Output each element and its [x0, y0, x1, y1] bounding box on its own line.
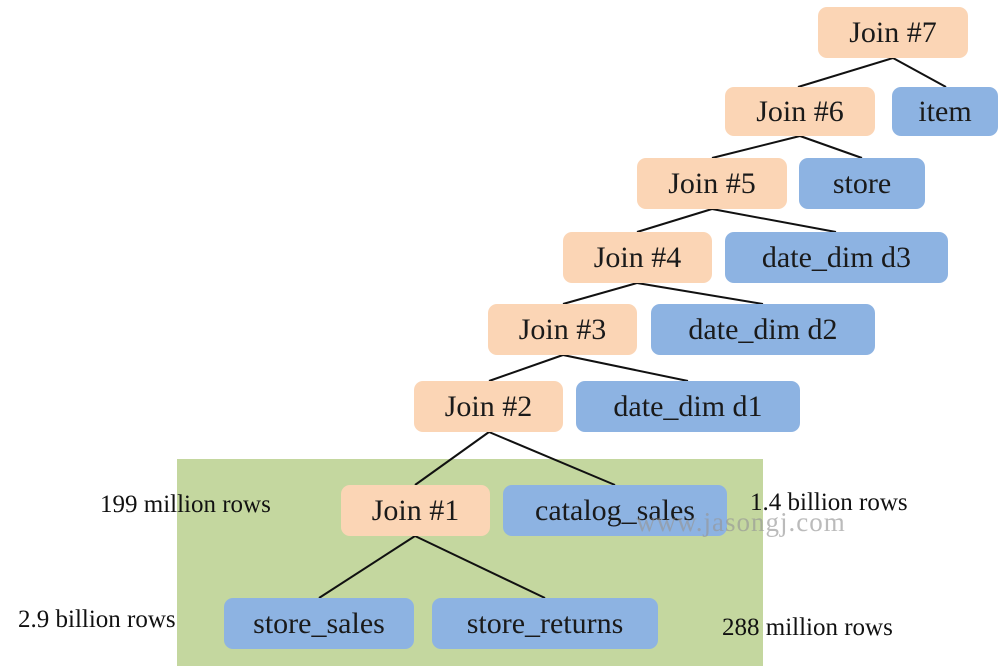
table-item-node: item [892, 87, 998, 136]
join-7-label: Join #7 [849, 15, 937, 49]
edge-j1-store-sales [318, 535, 416, 599]
edge-j5-j4 [636, 208, 713, 233]
edge-j4-d2 [636, 282, 764, 305]
table-date-dim-d2-label: date_dim d2 [688, 312, 838, 346]
table-date-dim-d3-node: date_dim d3 [725, 232, 948, 283]
edge-j6-store [799, 135, 863, 159]
table-store-sales-label: store_sales [253, 606, 385, 640]
table-store-label: store [832, 166, 892, 200]
join-2-label: Join #2 [444, 389, 533, 423]
join-4-node: Join #4 [563, 232, 712, 283]
watermark: www.jasongj.com [636, 507, 846, 537]
join-7-node: Join #7 [818, 7, 968, 58]
join-6-node: Join #6 [725, 87, 875, 136]
table-catalog-sales-node: catalog_sales [503, 485, 727, 536]
join-5-label: Join #5 [668, 166, 756, 200]
edge-j3-d1 [562, 354, 689, 382]
edge-j5-d3 [711, 208, 837, 233]
edge-j1-store-returns [414, 535, 546, 599]
edge-j2-catalog [488, 431, 616, 486]
join-1-node: Join #1 [341, 485, 490, 536]
edge-j2-j1 [414, 431, 490, 486]
table-catalog-sales-label: catalog_sales [535, 493, 695, 527]
edge-j4-j3 [562, 282, 638, 305]
table-item-label: item [918, 94, 972, 128]
join-1-label: Join #1 [371, 493, 460, 527]
table-date-dim-d1-node: date_dim d1 [576, 381, 800, 432]
join-2-node: Join #2 [414, 381, 563, 432]
edge-j7-item [892, 57, 947, 88]
table-date-dim-d3-label: date_dim d3 [761, 240, 912, 274]
edge-j3-j2 [488, 354, 564, 382]
catalog-sales-row-count: 1.4 billion rows [750, 489, 908, 516]
edge-j7-j6 [797, 57, 894, 88]
table-date-dim-d2-node: date_dim d2 [651, 304, 875, 355]
join-1-row-count: 199 million rows [100, 491, 271, 518]
join-6-label: Join #6 [756, 94, 844, 128]
join-3-node: Join #3 [488, 304, 637, 355]
table-store-returns-label: store_returns [466, 606, 624, 640]
store-sales-row-count: 2.9 billion rows [18, 606, 176, 633]
store-returns-row-count: 288 million rows [722, 614, 893, 641]
join-4-label: Join #4 [593, 240, 682, 274]
edge-j6-j5 [711, 135, 801, 159]
table-date-dim-d1-label: date_dim d1 [613, 389, 763, 423]
join-5-node: Join #5 [637, 158, 787, 209]
join-3-label: Join #3 [518, 312, 607, 346]
table-store-sales-node: store_sales [224, 598, 414, 649]
table-store-returns-node: store_returns [432, 598, 658, 649]
table-store-node: store [799, 158, 925, 209]
